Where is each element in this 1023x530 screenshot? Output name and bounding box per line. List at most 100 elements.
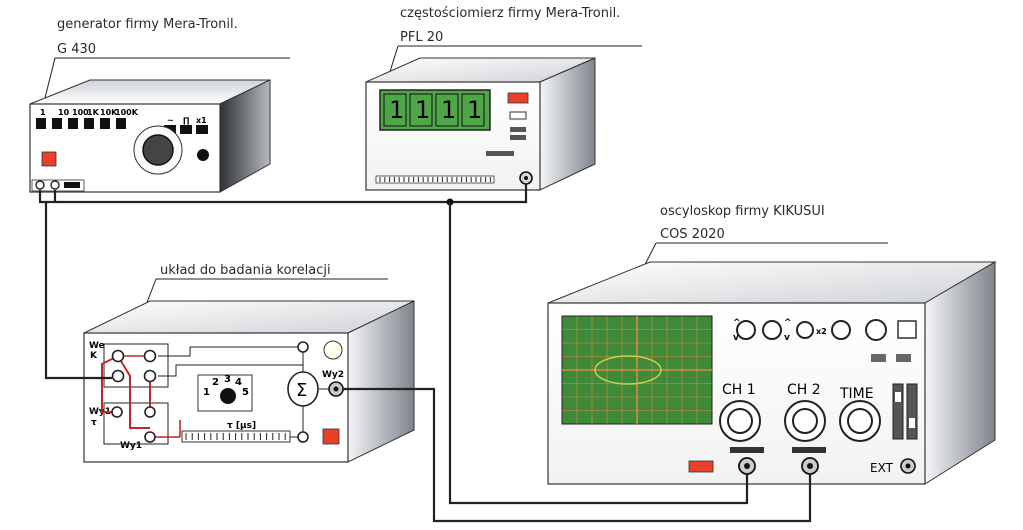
frequency-meter-scale-strip — [375, 175, 495, 184]
wave-label-x1: x1 — [196, 116, 207, 125]
display-digit-frame-3 — [435, 93, 459, 127]
oscilloscope-caption: oscyloskop firmy KIKUSUI — [660, 204, 825, 219]
x2-magnify-label: x2 — [816, 327, 827, 336]
delay-jack-1[interactable] — [111, 406, 123, 418]
generator-leader-line — [44, 57, 56, 99]
ch1-coupling-switch[interactable] — [730, 447, 764, 453]
internal-signal-wire-1 — [101, 355, 119, 413]
delay-position-5: 5 — [242, 387, 249, 398]
range-label-10: 10 — [58, 108, 70, 117]
lissajous-trace — [594, 355, 662, 385]
ch2-input-jack-pin — [807, 463, 813, 469]
summing-element — [287, 371, 319, 407]
ch1-up-arrow-icon: ^ — [733, 318, 741, 328]
mode-button-1[interactable] — [871, 354, 886, 362]
input-jack-we[interactable] — [111, 349, 125, 363]
ch1-input-jack-pin — [744, 463, 750, 469]
generator-front-panel — [29, 103, 221, 193]
oscilloscope-model: COS 2020 — [660, 227, 725, 242]
time-label: TIME — [839, 386, 874, 402]
range-label-1: 1 — [40, 108, 46, 117]
generator: generator firmy Mera-Tronil. G 430 1 10 … — [29, 17, 290, 193]
horizontal-position-knob[interactable] — [796, 321, 814, 339]
range-button-10k[interactable] — [100, 118, 110, 129]
internal-wire-sum-mid — [158, 364, 303, 377]
range-button-1[interactable] — [36, 118, 46, 129]
frequency-meter-red-button[interactable] — [507, 92, 529, 104]
input-jack-k[interactable] — [111, 369, 125, 383]
frequency-meter-caption: częstościomierz firmy Mera-Tronil. — [400, 6, 620, 21]
input-label-k: K — [90, 351, 98, 361]
correlation-unit-lamp — [323, 340, 343, 360]
generator-output-jack[interactable] — [35, 180, 45, 190]
frequency-meter-button-4[interactable] — [486, 151, 514, 156]
ch2-volts-div-knob-inner[interactable] — [792, 408, 818, 434]
ch2-down-arrow-icon: v — [784, 333, 790, 343]
correlation-unit-power-button[interactable] — [322, 428, 340, 445]
output-jack-wy1[interactable] — [144, 431, 156, 443]
frequency-meter-button-1[interactable] — [509, 111, 527, 120]
wave-button-square[interactable] — [180, 125, 192, 134]
sum-input-jack[interactable] — [297, 341, 309, 353]
range-label-100k: 100K — [115, 108, 139, 117]
frequency-meter: częstościomierz firmy Mera-Tronil. PFL 2… — [365, 6, 642, 191]
power-switch[interactable] — [897, 320, 917, 339]
delay-selector-knob[interactable] — [220, 388, 236, 404]
frequency-meter-model: PFL 20 — [400, 30, 443, 45]
delay-position-3: 3 — [224, 374, 231, 385]
amplitude-knob[interactable] — [197, 149, 209, 161]
delay-jack-2[interactable] — [144, 406, 156, 418]
cable-generator-to-ch1 — [448, 202, 749, 505]
trigger-mode-switch[interactable] — [906, 383, 918, 440]
correlation-unit: układ do badania korelacji We K Wy1 τ Wy… — [83, 263, 415, 463]
correlation-output-jack[interactable] — [297, 431, 309, 443]
mode-button-2[interactable] — [896, 354, 911, 362]
range-button-100k[interactable] — [116, 118, 126, 129]
range-button-100[interactable] — [68, 118, 78, 129]
ch2-coupling-switch[interactable] — [792, 447, 826, 453]
input-jack-group — [103, 343, 169, 388]
time-div-knob-inner[interactable] — [847, 408, 873, 434]
trigger-source-switch[interactable] — [892, 383, 904, 440]
generator-output-switch[interactable] — [64, 182, 80, 188]
ext-label: EXT — [870, 461, 894, 475]
frequency-meter-button-3[interactable] — [510, 135, 526, 140]
generator-sync-jack[interactable] — [50, 180, 60, 190]
input-jack-we-2[interactable] — [143, 349, 157, 363]
display-digit-1: 1 — [389, 96, 404, 124]
cable-generator-to-correlation-input — [44, 202, 112, 380]
delay-position-2: 2 — [212, 377, 219, 388]
display-digit-frame-4 — [461, 93, 485, 127]
frequency-dial-knob[interactable] — [142, 134, 174, 166]
range-button-10[interactable] — [52, 118, 62, 129]
input-label-we: We — [89, 341, 105, 351]
tau-scale-label: τ [μs] — [227, 421, 256, 431]
range-button-1k[interactable] — [84, 118, 94, 129]
generator-model: G 430 — [57, 42, 96, 57]
tau-scale-ticks — [185, 433, 286, 440]
display-digit-2: 1 — [415, 96, 430, 124]
output-label-wy1: Wy1 — [89, 407, 111, 417]
oscilloscope-power-indicator — [688, 460, 714, 473]
ch1-position-knob[interactable] — [736, 320, 756, 340]
output-jack-wy2-pin — [333, 386, 339, 392]
wave-button-x1[interactable] — [196, 125, 208, 134]
ch2-label: CH 2 — [787, 382, 821, 398]
frequency-meter-button-2[interactable] — [510, 127, 526, 132]
wave-label-square: ∏ — [183, 116, 189, 125]
input-jack-k-2[interactable] — [143, 369, 157, 383]
trigger-level-knob[interactable] — [831, 320, 851, 340]
display-digit-3: 1 — [441, 96, 456, 124]
intensity-knob[interactable] — [865, 319, 887, 341]
ch1-label: CH 1 — [722, 382, 756, 398]
delay-position-4: 4 — [235, 377, 242, 388]
ch1-volts-div-knob-inner[interactable] — [727, 408, 753, 434]
internal-wire-sum-top — [158, 346, 303, 357]
output-label-wy2: Wy2 — [322, 370, 344, 380]
frequency-meter-scale-ticks — [379, 177, 491, 182]
range-label-1k: 1K — [87, 108, 100, 117]
display-digit-frame-2 — [409, 93, 433, 127]
display-digit-frame-1 — [383, 93, 407, 127]
delay-position-1: 1 — [203, 387, 210, 398]
ch2-position-knob[interactable] — [762, 320, 782, 340]
